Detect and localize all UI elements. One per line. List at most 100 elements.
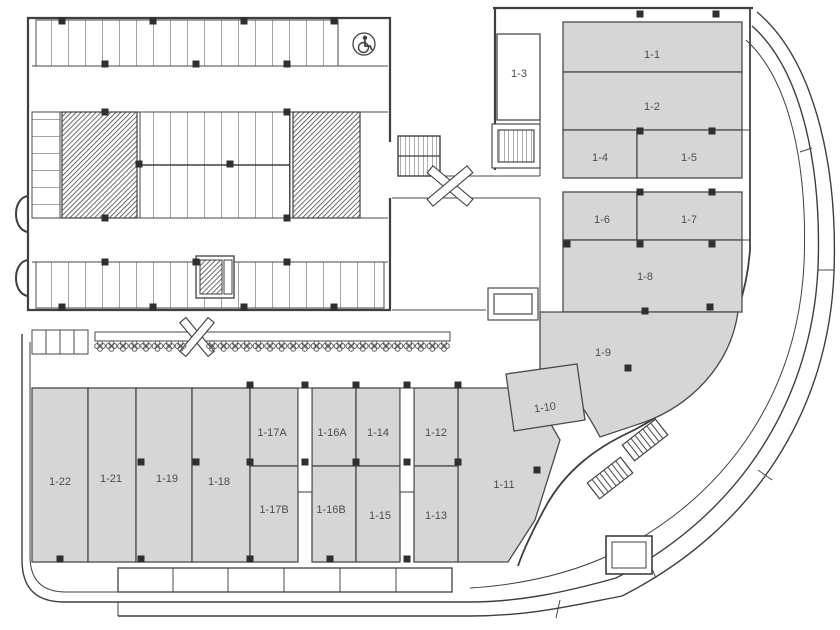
shrub-icon: [241, 340, 253, 352]
column-icon: [283, 60, 291, 68]
unit-1-16B: [311, 465, 357, 563]
column-icon: [624, 364, 632, 372]
unit-1-8: [562, 239, 743, 313]
shrub-icon: [94, 340, 106, 352]
shrub-icon: [275, 340, 288, 352]
column-icon: [192, 60, 200, 68]
column-icon: [454, 381, 462, 389]
south-arcade: [117, 567, 453, 593]
canopy-cross-west: [179, 316, 215, 358]
column-icon: [246, 381, 254, 389]
column-icon: [101, 258, 109, 266]
column-icon: [283, 214, 291, 222]
unit-1-7: [636, 191, 743, 241]
unit-1-15: [355, 465, 401, 563]
parking-stalls-left: [31, 111, 61, 219]
unit-1-4: [562, 129, 638, 179]
promenade-kiosk: [605, 535, 653, 575]
column-icon: [137, 555, 145, 563]
unit-1-21: [87, 387, 137, 563]
shrub-icon: [426, 340, 439, 352]
planter-strip: [94, 331, 451, 342]
wheelchair-icon: [352, 32, 376, 56]
column-icon: [708, 188, 716, 196]
unit-1-19: [135, 387, 193, 563]
shrub-icon: [151, 340, 164, 352]
central-walkway: [31, 316, 451, 358]
shrub-icon: [438, 340, 450, 352]
column-icon: [403, 381, 411, 389]
escalator-upper: [621, 418, 669, 462]
column-icon: [56, 555, 64, 563]
column-icon: [641, 307, 649, 315]
column-icon: [352, 381, 360, 389]
unit-1-5: [636, 129, 743, 179]
service-corridor-east: [399, 387, 415, 493]
garage-ramp-east: [292, 111, 361, 219]
column-icon: [240, 303, 248, 311]
column-icon: [58, 17, 66, 25]
column-icon: [246, 555, 254, 563]
unit-1-17B: [249, 465, 299, 563]
shrub-icon: [299, 340, 311, 352]
shrub-icon: [310, 340, 323, 352]
shrub-icon: [380, 340, 392, 352]
shrub-row: [94, 340, 450, 352]
right-wing-units: [457, 21, 743, 563]
unit-label-1-3: 1-3: [511, 68, 527, 80]
unit-1-1: [562, 21, 743, 73]
shrub-icon: [345, 340, 357, 352]
unit-1-3: [496, 33, 541, 121]
unit-1-22: [31, 387, 89, 563]
shrub-icon: [322, 340, 334, 352]
garage-left-bumps: [15, 195, 29, 297]
column-icon: [240, 17, 248, 25]
column-icon: [135, 160, 143, 168]
shrub-icon: [264, 340, 276, 352]
unit-1-18: [191, 387, 251, 563]
column-icon: [352, 458, 360, 466]
wing-service-room: [487, 287, 539, 321]
parking-stalls-top: [35, 19, 339, 67]
column-icon: [712, 10, 720, 18]
unit-labels: 1-1 1-2 1-3 1-4 1-5 1-6 1-7 1-8 1-9 1-10…: [49, 49, 697, 522]
column-icon: [58, 303, 66, 311]
unit-label-1-2: 1-2: [644, 101, 660, 113]
unit-label-1-22: 1-22: [49, 476, 71, 488]
unit-label-1-10: 1-10: [533, 401, 556, 416]
shrub-icon: [252, 340, 265, 352]
shrub-icon: [403, 340, 415, 352]
column-icon: [301, 458, 309, 466]
unit-label-1-16A: 1-16A: [317, 427, 347, 439]
unit-label-1-5: 1-5: [681, 152, 697, 164]
column-icon: [403, 458, 411, 466]
shrub-icon: [217, 340, 230, 352]
shrub-icon: [105, 340, 118, 352]
unit-label-1-8: 1-8: [637, 271, 653, 283]
column-icon: [101, 214, 109, 222]
column-icon: [636, 10, 644, 18]
column-icon: [708, 240, 716, 248]
unit-label-1-21: 1-21: [100, 473, 122, 485]
unit-label-1-17B: 1-17B: [259, 504, 288, 516]
garage-ramp-west: [61, 111, 138, 219]
shrub-icon: [140, 340, 152, 352]
column-icon: [301, 381, 309, 389]
service-corridor-west: [297, 387, 313, 493]
column-icon: [149, 17, 157, 25]
column-icon: [636, 240, 644, 248]
garage-outer-wall: [26, 16, 392, 312]
shrub-icon: [333, 340, 346, 352]
column-icon: [330, 303, 338, 311]
unit-1-17A: [249, 387, 299, 467]
promenade-arcs: [21, 11, 836, 619]
unit-label-1-12: 1-12: [425, 427, 447, 439]
shrub-icon: [229, 340, 241, 352]
unit-label-1-13: 1-13: [425, 510, 447, 522]
unit-label-1-16B: 1-16B: [316, 504, 345, 516]
column-icon: [636, 127, 644, 135]
column-icon: [326, 555, 334, 563]
column-icon: [454, 458, 462, 466]
wing-stair: [491, 123, 541, 169]
